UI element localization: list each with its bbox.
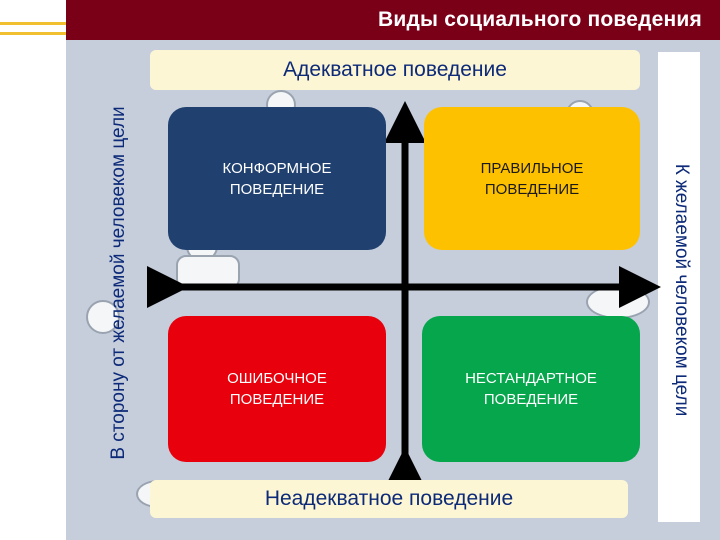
quadrant-erroneous-label: ОШИБОЧНОЕ ПОВЕДЕНИЕ	[227, 370, 327, 408]
band-top-highlight: Адекватное	[283, 58, 397, 81]
decorative-stripes	[0, 0, 66, 40]
right-axis-strip	[658, 52, 700, 522]
quadrant-conformist-label: КОНФОРМНОЕ ПОВЕДЕНИЕ	[222, 159, 332, 198]
quadrant-nonstandard: НЕСТАНДАРТНОЕ ПОВЕДЕНИЕ	[422, 316, 640, 462]
quadrant-correct: ПРАВИЛЬНОЕ ПОВЕДЕНИЕ	[424, 107, 640, 250]
header-bar: Виды социального поведения	[66, 0, 720, 40]
band-bottom-highlight: Неадекватное	[264, 487, 404, 510]
quadrant-nonstandard-label: НЕСТАНДАРТНОЕ ПОВЕДЕНИЕ	[465, 370, 597, 408]
band-bottom-rest: поведение	[403, 487, 514, 510]
band-top-rest: поведение	[396, 58, 507, 81]
left-margin	[0, 40, 66, 540]
quadrant-conformist: КОНФОРМНОЕ ПОВЕДЕНИЕ	[168, 107, 386, 250]
slide-title: Виды социального поведения	[378, 8, 702, 31]
adequate-behavior-band: Адекватное поведение	[150, 50, 640, 90]
quadrant-correct-label: ПРАВИЛЬНОЕ ПОВЕДЕНИЕ	[480, 159, 584, 198]
quadrant-erroneous: ОШИБОЧНОЕ ПОВЕДЕНИЕ	[168, 316, 386, 462]
inadequate-behavior-band: Неадекватное поведение	[150, 480, 628, 518]
figure-head-decoration	[86, 300, 120, 334]
